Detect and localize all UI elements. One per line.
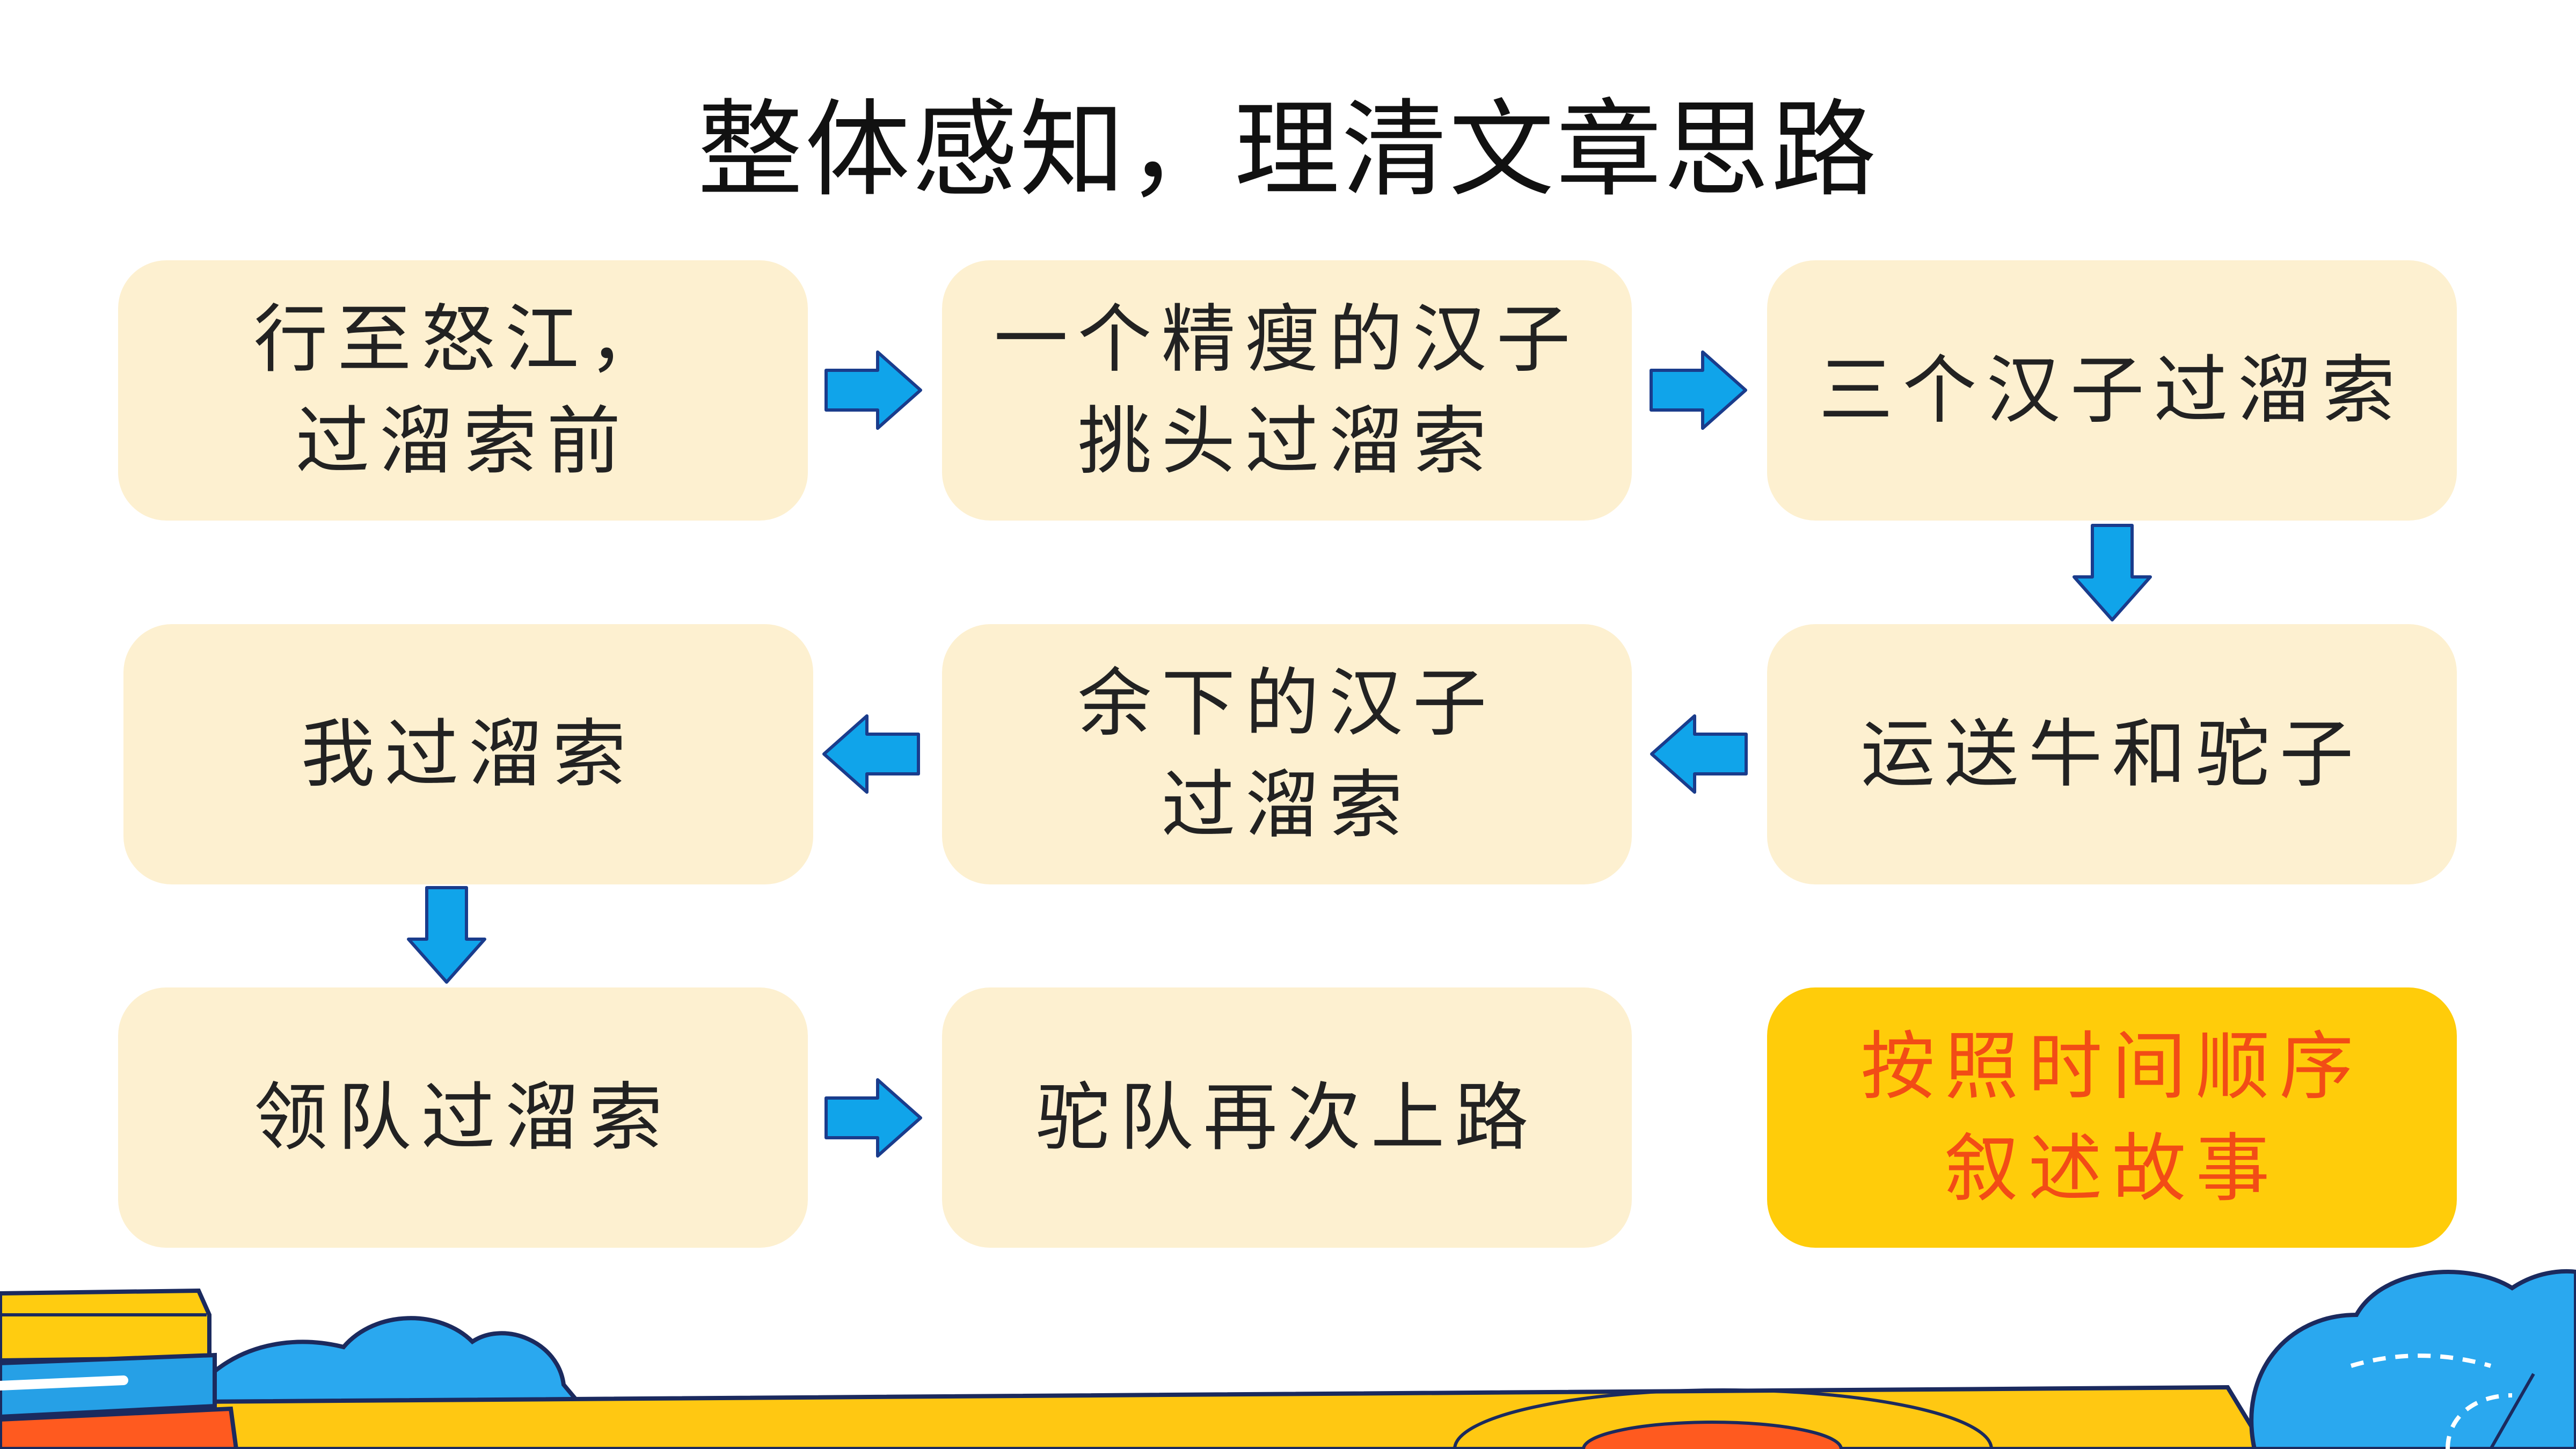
step-box-7-line-1: 领队过溜索 bbox=[253, 1074, 673, 1161]
arrow-right-3-icon bbox=[824, 1078, 922, 1158]
step-box-4-line-1: 我过溜索 bbox=[301, 711, 636, 797]
arrow-left-1-icon bbox=[1650, 714, 1748, 794]
summary-line-2: 叙述故事 bbox=[1944, 1125, 2280, 1212]
step-box-8-line-1: 驼队再次上路 bbox=[1035, 1074, 1538, 1161]
step-box-1: 行至怒江， 过溜索前 bbox=[118, 260, 808, 521]
step-box-8: 驼队再次上路 bbox=[942, 987, 1632, 1248]
step-box-5-line-1: 余下的汉子 bbox=[1077, 660, 1497, 747]
step-box-1-line-2: 过溜索前 bbox=[295, 398, 631, 485]
arrow-right-2-icon bbox=[1650, 350, 1747, 430]
right-cloud-icon bbox=[2249, 1269, 2576, 1449]
step-box-5: 余下的汉子 过溜索 bbox=[942, 624, 1632, 884]
step-box-4: 我过溜索 bbox=[123, 624, 813, 884]
book-stack-icon bbox=[0, 1288, 239, 1449]
desk-object-icon bbox=[1453, 1388, 1993, 1449]
arrow-down-2-icon bbox=[407, 886, 486, 984]
arrow-down-1-icon bbox=[2073, 524, 2152, 621]
slide-title: 整体感知，理清文章思路 bbox=[697, 89, 1879, 211]
step-box-7: 领队过溜索 bbox=[118, 987, 808, 1248]
step-box-2-line-2: 挑头过溜索 bbox=[1077, 398, 1497, 485]
arrow-right-1-icon bbox=[824, 350, 922, 430]
step-box-2: 一个精瘦的汉子 挑头过溜索 bbox=[942, 260, 1632, 521]
desk-shape bbox=[191, 1385, 2268, 1449]
step-box-6-line-1: 运送牛和驼子 bbox=[1860, 711, 2363, 797]
step-box-3: 三个汉子过溜索 bbox=[1767, 260, 2457, 521]
summary-line-1: 按照时间顺序 bbox=[1860, 1023, 2363, 1110]
summary-box: 按照时间顺序 叙述故事 bbox=[1767, 987, 2457, 1248]
step-box-3-line-1: 三个汉子过溜索 bbox=[1819, 347, 2405, 434]
step-box-5-line-2: 过溜索 bbox=[1161, 762, 1413, 848]
step-box-2-line-1: 一个精瘦的汉子 bbox=[994, 296, 1580, 383]
step-box-6: 运送牛和驼子 bbox=[1767, 624, 2457, 884]
arrow-left-2-icon bbox=[822, 714, 920, 794]
step-box-1-line-1: 行至怒江， bbox=[253, 296, 673, 383]
left-cloud-icon bbox=[174, 1316, 621, 1449]
